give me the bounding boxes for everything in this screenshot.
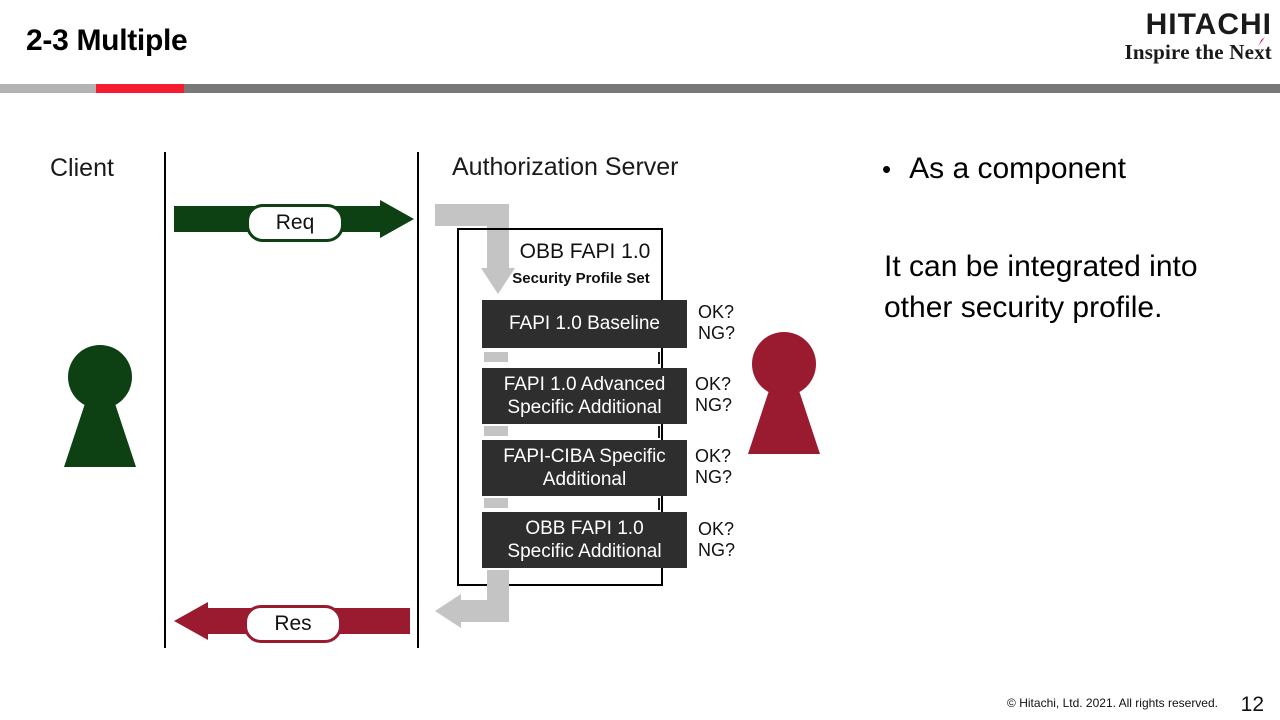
flow-stub — [484, 352, 508, 362]
logo-tagline-text: Inspire the Next — [1124, 40, 1272, 64]
verdict-ok: OK? — [695, 374, 732, 394]
flow-arrow-in-horizontal — [435, 204, 503, 226]
flow-arrow-in-vertical — [487, 204, 509, 276]
notes-bullet-text: As a component — [909, 152, 1126, 185]
verdict-ng: NG? — [698, 322, 736, 343]
flow-dash — [658, 352, 660, 364]
lane-label-client: Client — [50, 154, 114, 182]
flow-arrow-out-horizontal — [455, 600, 509, 622]
verdict-ok: OK? — [698, 302, 735, 322]
server-keyhole-body — [748, 380, 820, 454]
request-arrow-head-icon — [380, 200, 414, 238]
verdict-ok: OK? — [695, 446, 732, 466]
client-lifeline — [164, 152, 166, 648]
profile-step-verdict: OK? NG? — [698, 519, 735, 560]
page-number: 12 — [1240, 693, 1264, 716]
notes-body-text: It can be integrated into other security… — [884, 250, 1198, 325]
flow-stub — [484, 498, 508, 508]
verdict-ng: NG? — [698, 539, 736, 560]
lane-label-server: Authorization Server — [452, 153, 679, 181]
profile-set-title: OBB FAPI 1.0 — [519, 240, 651, 263]
verdict-ok: OK? — [698, 519, 735, 539]
server-lifeline — [417, 152, 419, 648]
logo-tagline: Inspire the Next — [1124, 37, 1272, 64]
bullet-marker-icon: • — [882, 154, 892, 184]
profile-step-box[interactable]: FAPI 1.0 Baseline — [482, 300, 687, 348]
request-label: Req — [246, 204, 344, 242]
flow-dash — [658, 426, 660, 438]
server-keyhole-icon — [748, 332, 820, 454]
page-title: 2-3 Multiple — [26, 24, 188, 57]
logo-accent-icon — [1258, 37, 1265, 46]
client-keyhole-icon — [64, 345, 136, 467]
header-rule-dark — [184, 84, 1280, 93]
verdict-ng: NG? — [695, 394, 733, 415]
profile-set-subtitle: Security Profile Set — [512, 270, 650, 287]
profile-step-verdict: OK? NG? — [695, 446, 732, 487]
header-rule-red — [96, 84, 184, 93]
flow-stub — [484, 426, 508, 436]
logo-wordmark: HITACHI — [1145, 8, 1272, 41]
client-keyhole-body — [64, 393, 136, 467]
response-arrow-head-icon — [174, 602, 208, 640]
profile-step-verdict: OK? NG? — [695, 374, 732, 415]
verdict-ng: NG? — [695, 466, 733, 487]
flow-arrow-out-head-icon — [435, 594, 461, 628]
profile-step-verdict: OK? NG? — [698, 302, 735, 343]
response-label: Res — [244, 605, 342, 643]
notes-bullet-row: • As a component — [882, 152, 1126, 186]
header-rule-light — [0, 84, 96, 93]
flow-dash — [658, 498, 660, 510]
hitachi-logo: HITACHI Inspire the Next — [1125, 10, 1272, 63]
copyright-text: © Hitachi, Ltd. 2021. All rights reserve… — [1007, 696, 1218, 710]
